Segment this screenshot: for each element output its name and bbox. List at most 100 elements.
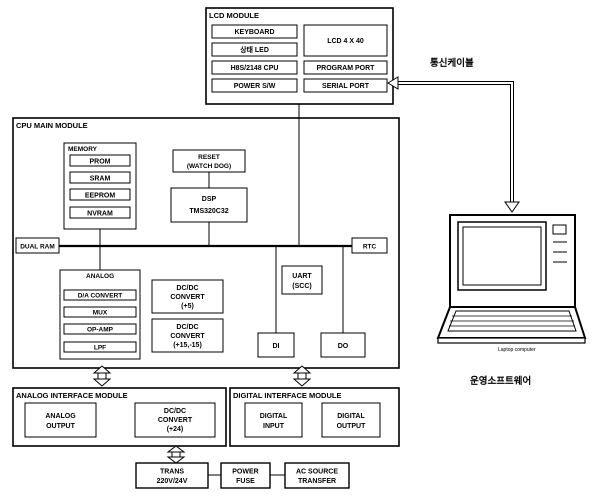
digital-input-line1: DIGITAL (260, 413, 288, 420)
power-fuse-line2: FUSE (236, 478, 255, 485)
da-convert-label: D/A CONVERT (78, 293, 123, 300)
uart-box: UART (SCC) (281, 265, 323, 295)
dsp-label: DSP (202, 196, 217, 203)
power-sw-box: POWER S/W (211, 78, 298, 93)
analog-output-line1: ANALOG (45, 413, 76, 420)
dcdc-24-line3: (+24) (167, 426, 184, 433)
op-amp-label: OP-AMP (87, 327, 114, 334)
dual-ram-box: DUAL RAM (15, 237, 60, 254)
trans-line1: TRANS (160, 469, 184, 476)
da-convert-box (63, 289, 137, 301)
dsp-box: DSP TMS320C32 (170, 187, 248, 223)
sram-label: SRAM (90, 176, 111, 183)
dcdc-15-box: DC/DC CONVERT (+15,-15) (151, 318, 224, 353)
cpu-h8s-label: H8S/2148 CPU (231, 65, 279, 72)
dcdc-24-line2: CONVERT (158, 417, 193, 424)
keyboard-box: KEYBOARD (211, 24, 298, 39)
digital-interface-module: DIGITAL INTERFACE MODULE DIGITAL INPUT D… (229, 387, 400, 447)
analog-interface-module: ANALOG INTERFACE MODULE ANALOG OUTPUT DC… (12, 387, 227, 447)
analog-output-line2: OUTPUT (46, 423, 76, 430)
sram-box (69, 171, 131, 184)
program-port-box: PROGRAM PORT (303, 60, 388, 75)
lcd-display-label: LCD 4 X 40 (327, 38, 364, 45)
digital-output-line1: DIGITAL (337, 413, 365, 420)
dcdc-15-line1: DC/DC (176, 324, 198, 331)
dcdc-5-box: DC/DC CONVERT (+5) (151, 279, 224, 314)
comm-cable-label: 통신케이블 (430, 57, 474, 69)
prom-label: PROM (90, 159, 111, 166)
comm-cable (387, 76, 520, 213)
cpu-main-module-title: CPU MAIN MODULE (16, 121, 88, 130)
uart-scc-label: (SCC) (292, 283, 311, 290)
serial-port-label: SERIAL PORT (322, 83, 370, 90)
rtc-box: RTC (351, 237, 388, 254)
analog-module-connector (92, 365, 112, 387)
dcdc-5-line1: DC/DC (176, 285, 198, 292)
status-led-label: 상태 LED (240, 45, 269, 54)
trans-line2: 220V/24V (157, 478, 188, 485)
laptop-caption: Laptop computer (498, 347, 536, 353)
dual-ram-label: DUAL RAM (20, 244, 55, 251)
memory-title: MEMORY (68, 146, 98, 153)
cpu-main-module: CPU MAIN MODULE MEMORY PROM SRAM EEPROM … (12, 117, 400, 369)
di-label: DI (273, 343, 280, 350)
dcdc-15-line3: (+15,-15) (173, 342, 202, 349)
digital-module-connector (292, 365, 312, 387)
watchdog-label: (WATCH DOG) (187, 163, 231, 170)
dcdc-24-line1: DC/DC (164, 408, 186, 415)
power-chain: TRANS 220V/24V POWER FUSE AC SOURCE TRAN… (135, 462, 350, 489)
analog-interface-title: ANALOG INTERFACE MODULE (16, 391, 128, 400)
digital-input-box: DIGITAL INPUT (244, 402, 303, 438)
dcdc-15-line2: CONVERT (170, 333, 205, 340)
cable-arrow-down (504, 201, 520, 213)
trans-box: TRANS 220V/24V (135, 462, 209, 489)
program-port-label: PROGRAM PORT (317, 65, 376, 72)
di-box: DI (257, 332, 295, 358)
power-sw-label: POWER S/W (234, 83, 276, 90)
ac-source-box: AC SOURCE TRANSFER (284, 462, 350, 489)
dsp-model-label: TMS320C32 (189, 208, 228, 215)
lpf-label: LPF (94, 345, 106, 352)
eeprom-box (69, 188, 131, 201)
dcdc-5-line2: CONVERT (170, 294, 205, 301)
reset-box: RESET (WATCH DOG) (172, 149, 246, 173)
mux-box (63, 306, 137, 318)
power-fuse-line1: POWER (232, 469, 258, 476)
mux-label: MUX (93, 310, 108, 317)
operating-software-label: 운영소프트웨어 (470, 375, 531, 387)
dcdc-5-line3: (+5) (181, 303, 194, 310)
prom-box (69, 154, 131, 167)
rtc-label: RTC (363, 244, 377, 251)
status-led-box: 상태 LED (211, 42, 298, 57)
dcdc-24-box: DC/DC CONVERT (+24) (134, 402, 216, 438)
analog-title: ANALOG (86, 273, 114, 280)
digital-output-box: DIGITAL OUTPUT (321, 402, 381, 438)
laptop-illustration (436, 214, 587, 344)
ac-source-line1: AC SOURCE (296, 469, 338, 476)
lcd-display-box: LCD 4 X 40 (303, 24, 388, 57)
memory-group: MEMORY PROM SRAM EEPROM NVRAM (63, 142, 137, 230)
digital-interface-title: DIGITAL INTERFACE MODULE (233, 391, 341, 400)
keyboard-label: KEYBOARD (234, 29, 274, 36)
reset-label: RESET (198, 154, 220, 161)
do-label: DO (338, 343, 349, 350)
nvram-box (69, 206, 131, 219)
serial-port-box: SERIAL PORT (303, 78, 388, 93)
nvram-label: NVRAM (87, 211, 113, 218)
uart-label: UART (292, 273, 312, 280)
analog-output-box: ANALOG OUTPUT (24, 402, 97, 438)
ac-source-line2: TRANSFER (298, 478, 336, 485)
op-amp-box (63, 323, 137, 335)
digital-input-line2: INPUT (263, 423, 285, 430)
power-fuse-box: POWER FUSE (220, 462, 271, 489)
lcd-module-title: LCD MODULE (209, 11, 259, 20)
lpf-box (63, 341, 137, 353)
analog-group: ANALOG D/A CONVERT MUX OP-AMP LPF (59, 269, 141, 360)
eeprom-label: EEPROM (85, 193, 116, 200)
cable-arrow-left (387, 76, 399, 90)
cpu-h8s-box: H8S/2148 CPU (211, 60, 298, 75)
do-box: DO (320, 332, 366, 358)
lcd-module: LCD MODULE KEYBOARD 상태 LED H8S/2148 CPU … (205, 7, 394, 105)
